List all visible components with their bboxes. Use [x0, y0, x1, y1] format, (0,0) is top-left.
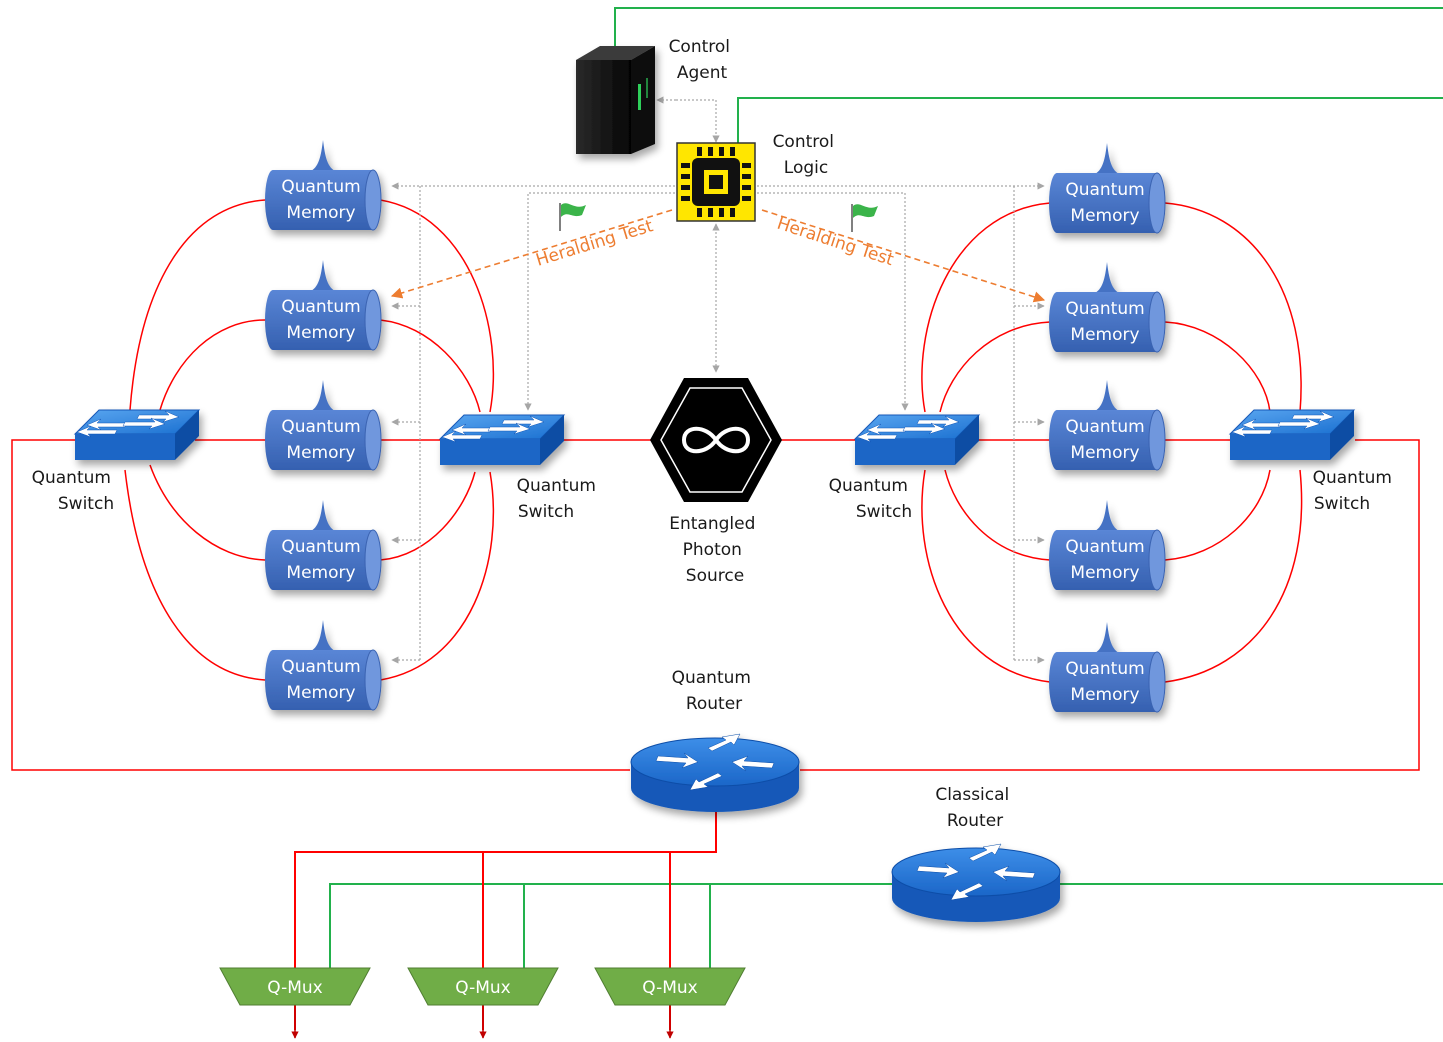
qlink	[379, 471, 476, 561]
qlink	[944, 469, 1051, 561]
server-icon	[576, 46, 655, 154]
mux-output-arrows	[291, 1005, 674, 1039]
heralding-test-label-right: Heralding Test	[774, 214, 896, 271]
qlink	[379, 319, 481, 413]
quantum-router-label: Quantum Router	[672, 668, 757, 714]
qlink	[379, 199, 495, 413]
quantum-switch-icon	[853, 414, 981, 465]
qlink	[1164, 469, 1271, 561]
qlink	[921, 469, 1051, 683]
qlink	[379, 471, 495, 681]
classical-links	[329, 7, 1443, 968]
classical-router-label: Classical Router	[935, 785, 1014, 831]
quantum-switches	[73, 409, 1356, 465]
classical-link-agent	[614, 7, 1443, 48]
infinity-icon	[650, 378, 782, 502]
quantum-router-icon	[630, 733, 800, 812]
quantum-switch-icon	[1228, 409, 1356, 460]
classical-link-mux-bus	[329, 883, 895, 968]
q-mux-3: Q-Mux	[594, 967, 746, 1006]
classical-router-icon	[891, 843, 1061, 922]
qlink	[1164, 321, 1271, 413]
classical-link-logic	[737, 97, 1443, 143]
entangled-photon-source-label: Entangled Photon Source	[669, 514, 761, 586]
qlink	[129, 199, 266, 411]
quantum-switch-icon	[73, 409, 201, 460]
qlink	[1164, 202, 1302, 413]
flag-icon	[559, 203, 586, 231]
quantum-switch-label-right-inner: Quantum Switch	[829, 476, 914, 522]
qlink-outer-right	[800, 439, 1420, 771]
q-mux-label: Q-Mux	[267, 978, 323, 998]
quantum-switch-label-left-inner: Quantum Switch	[517, 476, 602, 522]
q-mux-label: Q-Mux	[455, 978, 511, 998]
qlink	[939, 321, 1051, 413]
control-logic-label: Control Logic	[773, 132, 840, 178]
heralding-test-label-left: Heralding Test	[534, 216, 656, 271]
q-mux-2: Q-Mux	[407, 967, 559, 1006]
heralding-arrow-left	[390, 209, 673, 299]
control-agent-label: Control Agent	[669, 37, 736, 83]
quantum-links	[11, 199, 1420, 1030]
qlink-router-mux	[294, 812, 717, 1030]
chip-icon	[676, 142, 756, 222]
flag-icon	[851, 204, 878, 232]
qlink	[149, 464, 266, 561]
qlink-outer-left	[11, 439, 630, 771]
quantum-switch-label-right-outer: Quantum Switch	[1313, 468, 1398, 514]
qlink	[159, 319, 266, 411]
control-links	[391, 96, 1045, 664]
quantum-switch-icon	[438, 414, 566, 465]
heralding-arrows	[390, 209, 1046, 303]
qlink	[124, 469, 266, 681]
q-mux-label: Q-Mux	[642, 978, 698, 998]
qlink	[1164, 469, 1303, 683]
quantum-switch-label-left-outer: Quantum Switch	[32, 468, 117, 514]
q-mux-1: Q-Mux	[219, 967, 371, 1006]
qlink	[921, 202, 1051, 413]
